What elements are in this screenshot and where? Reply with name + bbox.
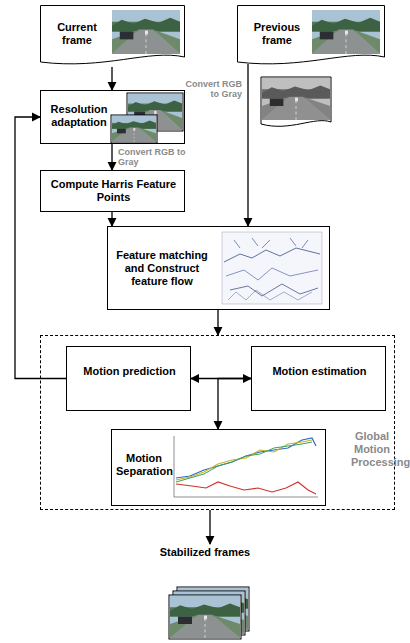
node-label: Motion estimation	[256, 365, 383, 378]
input-frame: Current frame	[40, 5, 185, 67]
node-label: Resolution adaptation	[45, 103, 113, 129]
motion-chart	[174, 436, 318, 497]
flow-arrow	[217, 310, 218, 335]
output-frames: Stabilized frames	[150, 544, 260, 640]
group-region: Global Motion Processing Motion predictio…	[40, 335, 395, 510]
node-label: Previous frame	[243, 21, 311, 47]
flow-arrow	[111, 144, 112, 170]
node-label: Current frame	[44, 21, 110, 47]
flow-arrow	[247, 64, 248, 226]
process-box: Compute Harris Feature Points	[40, 170, 185, 212]
node-label: Compute Harris Feature Points	[45, 178, 182, 204]
node-label: Stabilized frames	[150, 546, 260, 559]
process-box: Feature matching and Construct feature f…	[107, 226, 330, 310]
edge-label: Convert RGB to Gray	[118, 147, 198, 167]
process-box: Motion Separation	[111, 429, 326, 506]
flow-arrow	[218, 379, 251, 430]
flow-arrow	[111, 212, 112, 226]
input-frame: Previous frame	[237, 5, 385, 67]
node-label: Motion prediction	[71, 365, 188, 378]
process-box: Resolution adaptation	[40, 90, 185, 144]
node-label: Motion Separation	[116, 452, 172, 478]
previous-frame-thumbnail	[312, 10, 380, 54]
node-label: Feature matching and Construct feature f…	[114, 249, 210, 288]
grayscale-thumbnail	[261, 77, 331, 126]
resolution-thumbnails	[111, 93, 183, 143]
document-outline	[40, 5, 185, 67]
stabilized-frame-stack	[169, 587, 249, 639]
document-outline	[237, 5, 385, 67]
current-frame-thumbnail	[112, 10, 180, 54]
feature-flow-image	[222, 232, 322, 304]
flow-arrow	[111, 67, 112, 90]
group-label: Global Motion Processing	[351, 430, 393, 469]
flow-arrow	[209, 510, 210, 544]
edge-label: Convert RGB to Gray	[176, 79, 242, 99]
process-box: Motion prediction	[66, 346, 191, 411]
process-box: Motion estimation	[251, 346, 386, 411]
